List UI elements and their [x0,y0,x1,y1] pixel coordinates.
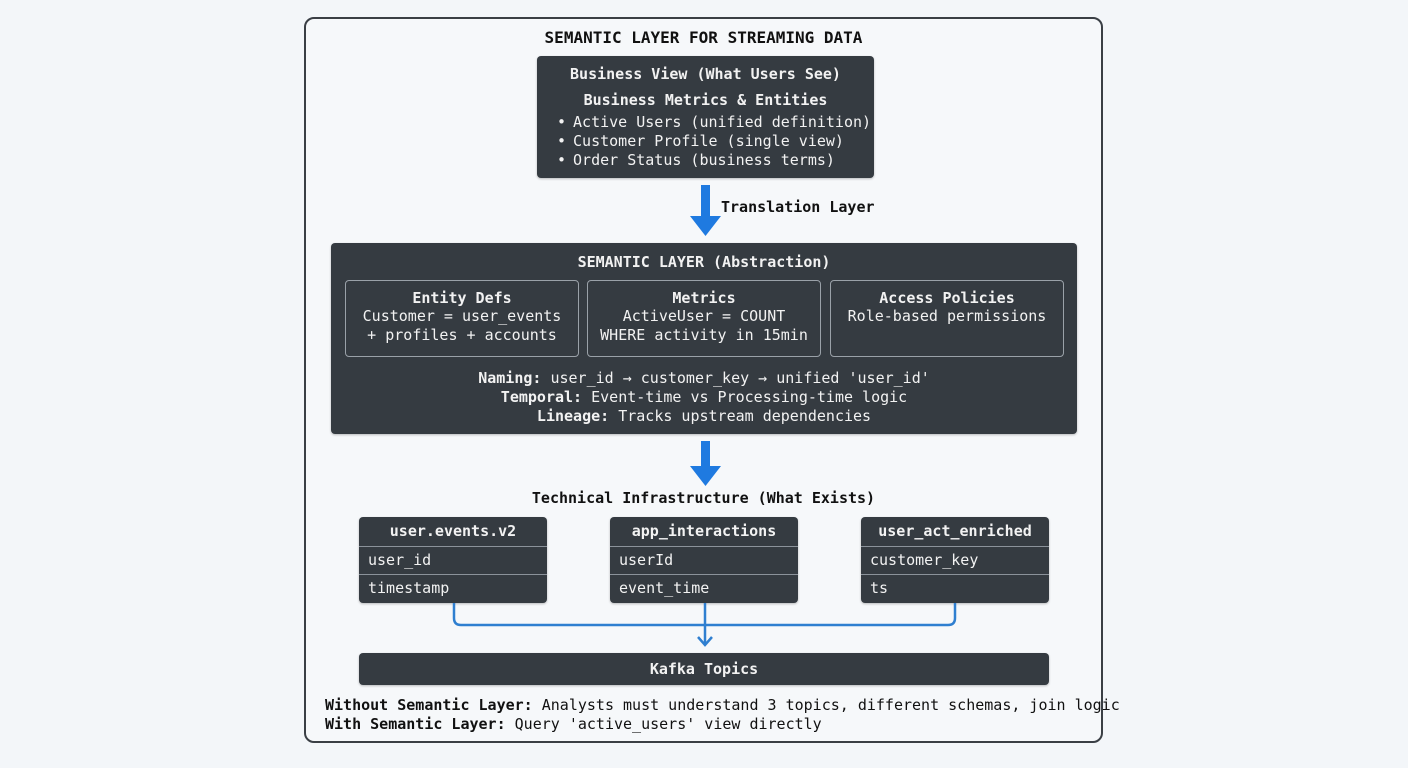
topic-field: event_time [610,574,798,602]
lineage-note: Lineage: Tracks upstream dependencies [331,407,1077,426]
entity-defs-line: Customer = user_events [362,307,562,325]
temporal-note-text: Event-time vs Processing-time logic [591,388,908,406]
with-semantic-text: Query 'active_users' view directly [514,715,822,733]
temporal-note-label: Temporal: [500,388,583,406]
without-semantic-note: Without Semantic Layer: Analysts must un… [325,696,1120,715]
footer-notes: Without Semantic Layer: Analysts must un… [325,696,1120,734]
metrics-line: WHERE activity in 15min [600,326,808,344]
without-semantic-text: Analysts must understand 3 topics, diffe… [541,696,1120,714]
metrics-box: Metrics ActiveUser = COUNT WHERE activit… [587,280,821,357]
topic-field: customer_key [870,551,979,569]
topic-name: user_act_enriched [861,517,1049,547]
with-semantic-label: With Semantic Layer: [325,715,506,733]
semantic-layer-box: SEMANTIC LAYER (Abstraction) Entity Defs… [331,243,1077,434]
technical-infrastructure-label: Technical Infrastructure (What Exists) [531,489,876,507]
with-semantic-note: With Semantic Layer: Query 'active_users… [325,715,1120,734]
business-view-heading: Business View (What Users See) [570,65,841,83]
entity-defs-title: Entity Defs [412,289,512,307]
naming-note-text: user_id → customer_key → unified 'user_i… [550,369,930,387]
topic-field: timestamp [359,574,547,602]
topic-field: ts [861,574,1049,602]
topic-name: user.events.v2 [359,517,547,547]
entity-defs-box: Entity Defs Customer = user_events + pro… [345,280,579,357]
topic-field: user_id [368,551,432,569]
lineage-note-text: Tracks upstream dependencies [618,407,872,425]
translation-layer-label: Translation Layer [721,198,875,216]
topic-table: user_act_enriched customer_key ts [861,517,1049,603]
topic-table: user.events.v2 user_id timestamp [359,517,547,603]
business-view-list: Active Users (unified definition) Custom… [557,113,871,170]
metrics-title: Metrics [672,289,736,307]
business-view-box: Business View (What Users See) Business … [537,56,874,178]
business-view-item: Order Status (business terms) [557,151,871,170]
access-policies-line: Role-based permissions [847,307,1047,325]
semantic-layer-heading: SEMANTIC LAYER (Abstraction) [577,253,831,271]
without-semantic-label: Without Semantic Layer: [325,696,533,714]
temporal-note: Temporal: Event-time vs Processing-time … [331,388,1077,407]
kafka-topics-bar: Kafka Topics [359,653,1049,685]
entity-defs-line: + profiles + accounts [367,326,557,344]
topic-table: app_interactions userId event_time [610,517,798,603]
lineage-note-label: Lineage: [536,407,610,425]
diagram-title: SEMANTIC LAYER FOR STREAMING DATA [544,28,863,47]
topic-field: userId [619,551,674,569]
naming-note: Naming: user_id → customer_key → unified… [331,369,1077,388]
semantic-notes: Naming: user_id → customer_key → unified… [331,369,1077,426]
naming-note-label: Naming: [478,369,542,387]
business-view-item: Customer Profile (single view) [557,132,871,151]
business-view-item: Active Users (unified definition) [557,113,871,132]
metrics-line: ActiveUser = COUNT [622,307,786,325]
topic-name: app_interactions [610,517,798,547]
access-policies-title: Access Policies [879,289,1015,307]
access-policies-box: Access Policies Role-based permissions [830,280,1064,357]
business-view-subheading: Business Metrics & Entities [583,91,828,109]
